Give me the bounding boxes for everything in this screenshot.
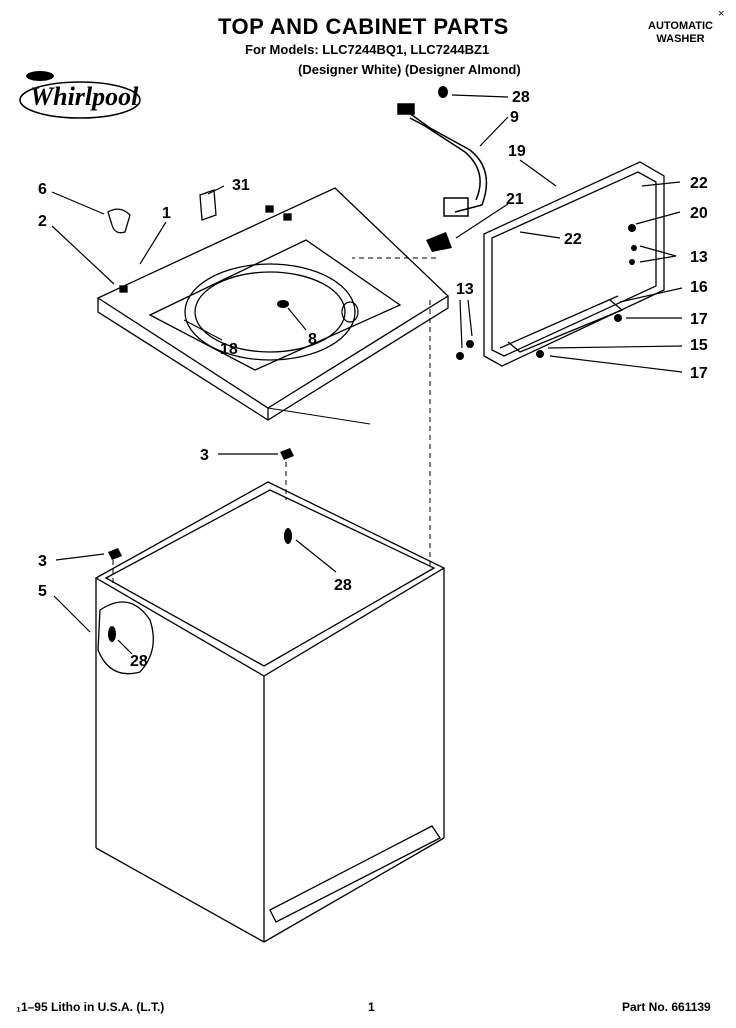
callout-17-lower: 17 <box>690 365 708 382</box>
page-number: 1 <box>368 1000 375 1014</box>
callout-3-lower: 3 <box>38 553 47 570</box>
lid-switch <box>341 301 359 323</box>
callout-28-side: 28 <box>130 653 148 670</box>
callout-2: 2 <box>38 213 47 230</box>
product-type: AUTOMATIC WASHER <box>648 20 713 46</box>
callout-9: 9 <box>510 109 519 126</box>
callout-6: 6 <box>38 181 47 198</box>
callout-13-left: 13 <box>456 281 474 298</box>
assembly-guide-lines <box>112 257 436 585</box>
part-21 <box>426 232 452 252</box>
callout-8: 8 <box>308 331 317 348</box>
logo-badge <box>26 71 54 81</box>
bracket-part-31 <box>199 189 217 221</box>
model-numbers: For Models: LLC7244BQ1, LLC7244BZ1 <box>245 42 490 57</box>
screw-part-28b <box>108 626 116 642</box>
clip-part-3a <box>108 548 122 560</box>
page-title: TOP AND CABINET PARTS <box>218 14 509 39</box>
callout-28-top: 28 <box>512 89 530 106</box>
litho-note: ₁1–95 Litho in U.S.A. (L.T.) <box>16 1000 165 1014</box>
hinge-clip-part-6 <box>107 208 131 234</box>
lid-hinge-rod <box>507 299 624 353</box>
screw-part-13b <box>629 259 635 265</box>
product-type-line1: AUTOMATIC <box>648 20 713 32</box>
screw-part-13c <box>456 352 464 360</box>
screw-part-28c <box>438 86 448 98</box>
lid-hinge-part-20 <box>628 224 636 232</box>
callout-31: 31 <box>232 177 250 194</box>
callout-5: 5 <box>38 583 47 600</box>
callout-13-right: 13 <box>690 249 708 266</box>
product-type-line2: WASHER <box>656 33 705 45</box>
callout-labels: 28 9 19 21 22 22 20 13 16 17 15 17 13 6 … <box>38 89 708 670</box>
callout-21: 21 <box>506 191 524 208</box>
callout-19: 19 <box>508 143 526 160</box>
callout-22-right: 22 <box>690 175 708 192</box>
logo-swoosh <box>19 81 141 119</box>
callout-leaders <box>51 94 683 655</box>
callout-28-cabinet: 28 <box>334 577 352 594</box>
callout-17-upper: 17 <box>690 311 708 328</box>
screw-part-8 <box>277 300 289 308</box>
washer-lid <box>483 161 665 367</box>
callout-1: 1 <box>162 205 171 222</box>
callout-15: 15 <box>690 337 708 354</box>
clip-part-3b <box>280 448 294 460</box>
part-number: Part No. 661139 <box>622 1000 711 1014</box>
bumper-part-17a <box>614 314 622 322</box>
corner-mark: × <box>718 8 725 20</box>
callout-16: 16 <box>690 279 708 296</box>
screw-part-13a <box>631 245 637 251</box>
fill-hose-part-9 <box>397 103 488 217</box>
callout-22-inner: 22 <box>564 231 582 248</box>
washer-cabinet <box>94 481 446 943</box>
screw-part-28a <box>284 528 292 544</box>
model-variants: (Designer White) (Designer Almond) <box>298 62 521 77</box>
callout-3-upper: 3 <box>200 447 209 464</box>
washer-top-panel <box>96 187 450 421</box>
callout-20: 20 <box>690 205 708 222</box>
callout-18: 18 <box>220 341 238 358</box>
bumper-part-17b <box>536 350 544 358</box>
cabinet-link-line <box>267 407 371 425</box>
screw-part-13d <box>466 340 474 348</box>
